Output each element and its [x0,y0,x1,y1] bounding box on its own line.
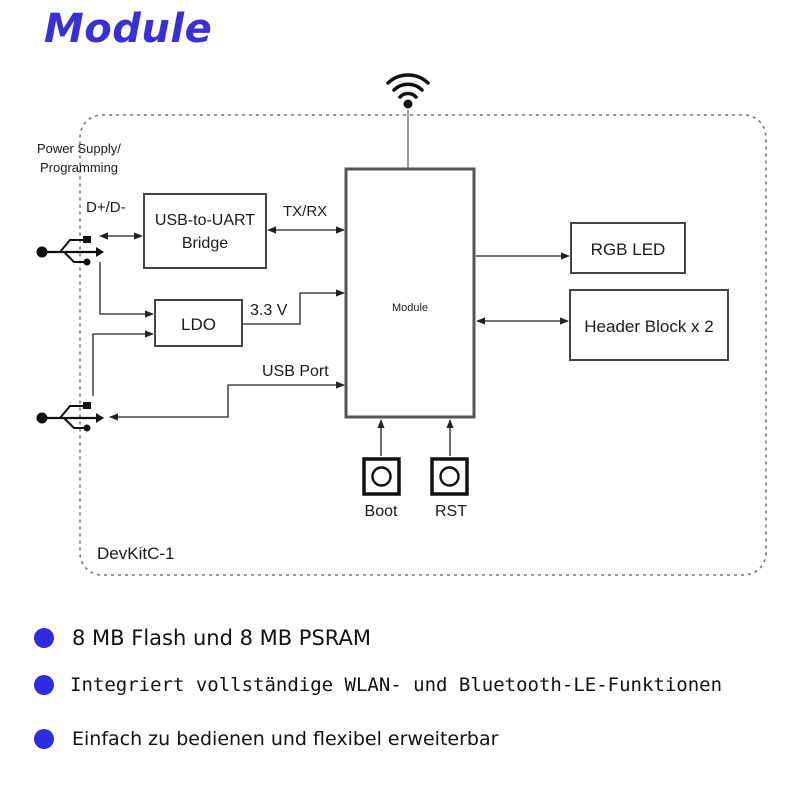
usb-to-uart-label: USB-to-UART [155,212,255,229]
feature-text: 8 MB Flash und 8 MB PSRAM [72,626,372,650]
wifi-icon [386,73,430,109]
bullet-icon [34,628,54,648]
ldo-to-module-line [243,289,345,325]
rgb-led-box [570,222,686,274]
module-label: Module [392,302,428,314]
block-diagram: Power Supply/ Programming D+/D- USB-to-U… [36,73,767,576]
list-item: 8 MB Flash und 8 MB PSRAM [34,626,371,650]
feature-text: Einfach zu bedienen und flexibel erweite… [72,728,499,750]
feature-text: Integriert vollständige WLAN- und Blueto… [70,674,723,696]
usb-icon [36,402,104,432]
header-block-box [569,289,729,361]
bullet-icon [34,675,54,695]
page-title: Module [44,6,213,52]
dplus-dminus-label: D+/D- [86,199,126,216]
usb-port-label: USB Port [262,363,329,380]
bridge-label: Bridge [182,235,228,252]
list-item: Einfach zu bedienen und flexibel erweite… [34,728,498,750]
ldo-label: LDO [181,315,216,334]
ldo-box [154,299,243,347]
boot-button-icon [362,457,401,496]
boot-label: Boot [365,503,398,520]
bullet-icon [34,729,54,749]
power-supply-label: Power Supply/ [37,141,121,156]
programming-label: Programming [40,160,118,175]
usb-port-arrow [109,381,345,421]
rst-label: RST [435,503,467,520]
rgb-led-label: RGB LED [591,240,666,259]
txrx-label: TX/RX [283,203,327,220]
rst-button-icon [430,457,469,496]
usb-icon [36,236,104,266]
voltage-label: 3.3 V [250,302,288,319]
usb1-to-ldo-line [99,262,154,318]
usb2-to-ldo-line [92,330,154,396]
board-label: DevKitC-1 [97,544,174,563]
usb-to-uart-bridge-box [143,193,267,269]
devkit-board-outline [79,114,767,576]
header-block-label: Header Block x 2 [584,317,713,336]
list-item: Integriert vollständige WLAN- und Blueto… [34,674,722,696]
module-box [344,167,476,419]
